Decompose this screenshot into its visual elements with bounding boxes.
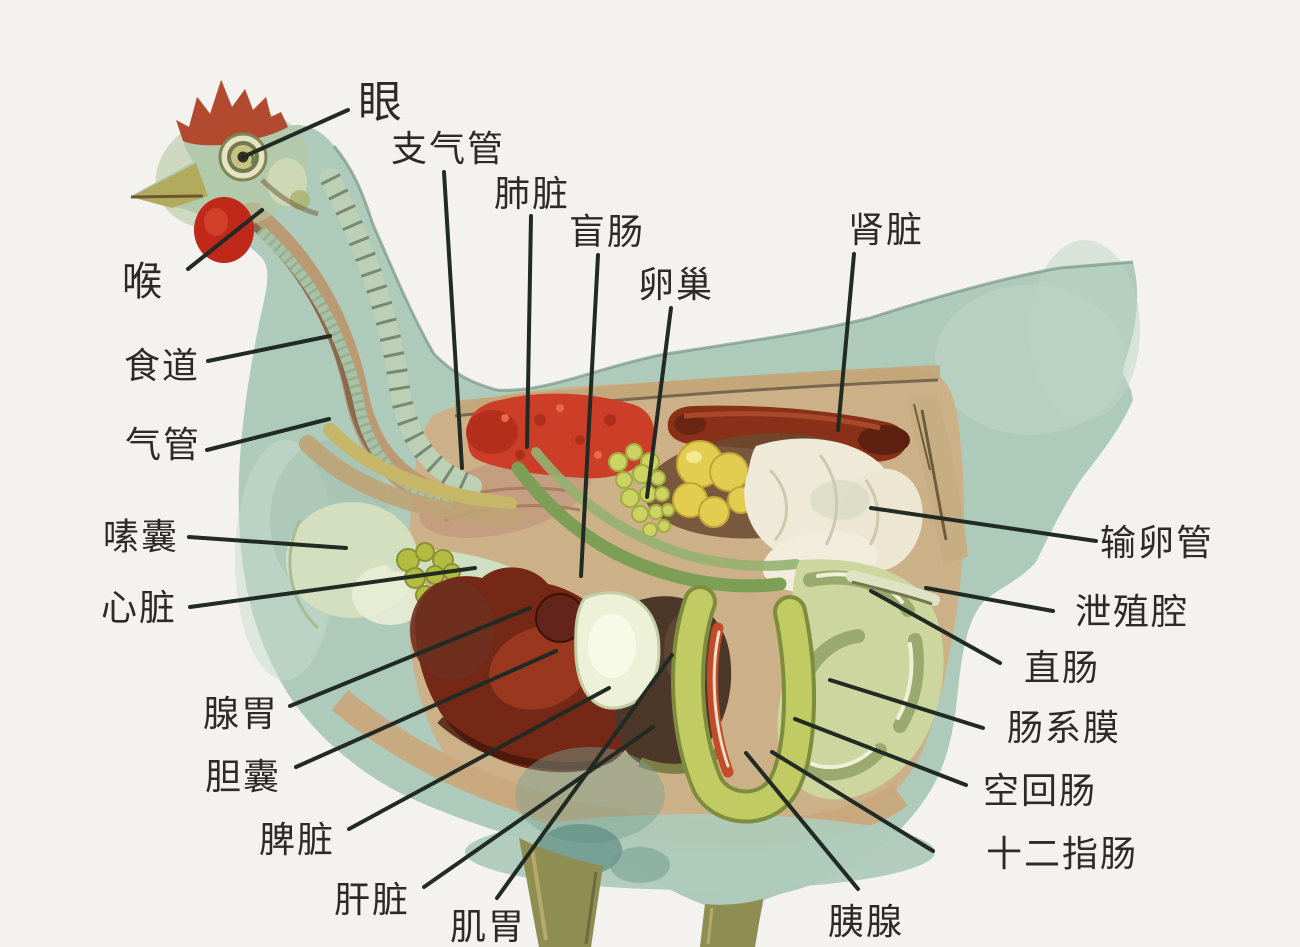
line-duodenum [770, 750, 935, 853]
line-larynx [186, 208, 264, 271]
rear-shank [700, 899, 763, 947]
ovary-yolks [672, 440, 755, 528]
label-eye: 眼 [358, 78, 404, 127]
label-proventriculus: 腺胃 [203, 694, 279, 734]
belly-dark-patch-2 [610, 847, 670, 883]
line-liver [422, 725, 655, 889]
label-larynx: 喉 [122, 259, 164, 304]
neck-base-tan-band [299, 435, 525, 527]
line-esophagus [206, 334, 332, 363]
label-heart: 心脏 [101, 588, 177, 628]
line-gallbladder [294, 649, 558, 769]
line-bronchus [442, 170, 464, 470]
label-oviduct: 输卵管 [1100, 523, 1214, 563]
line-crop [187, 535, 348, 550]
wattle-highlight [204, 208, 228, 236]
cecum-tubes [511, 447, 801, 593]
rectum-cloaca-tube [846, 570, 940, 606]
front-shank-shadow [584, 871, 598, 945]
line-mesentery [828, 678, 985, 730]
line-lung [525, 214, 533, 449]
tail-highlight [1030, 240, 1140, 420]
ovary-follicle-cluster [608, 443, 675, 538]
label-pancreas: 胰腺 [828, 902, 904, 942]
line-oviduct [869, 506, 1098, 543]
jaw-streak [260, 178, 319, 217]
labels: 眼 支气管 肺脏 盲肠 卵巢 肾脏 喉 食道 气管 嗉囊 心脏 腺胃 胆囊 脾脏… [101, 78, 1214, 947]
label-ovary: 卵巢 [638, 265, 714, 305]
front-shank [519, 838, 603, 947]
beak-mouth-line [130, 194, 204, 199]
front-shank-highlight [530, 847, 548, 941]
back-outline [332, 145, 1134, 392]
label-spleen: 脾脏 [259, 820, 335, 860]
label-cloaca: 泄殖腔 [1075, 592, 1189, 632]
line-ovary [645, 306, 673, 499]
label-trachea: 气管 [125, 425, 201, 465]
comb [176, 80, 288, 146]
label-cecum: 盲肠 [569, 212, 645, 252]
chicken-illustration [130, 80, 1140, 947]
line-spleen [347, 686, 611, 831]
label-lung: 肺脏 [494, 174, 570, 214]
line-proventriculus [288, 606, 532, 708]
label-esophagus: 食道 [124, 346, 200, 386]
duodenum-loop [671, 585, 817, 824]
neck-structures [240, 168, 525, 527]
label-gizzard: 肌胃 [450, 907, 526, 947]
pancreas-organ [707, 622, 734, 778]
line-trachea [205, 417, 331, 452]
label-gallbladder: 胆囊 [205, 757, 281, 797]
label-liver: 肝脏 [334, 880, 410, 920]
label-crop: 嗉囊 [103, 517, 179, 557]
line-kidney [836, 252, 856, 432]
line-rectum [869, 589, 1002, 665]
line-pancreas [744, 751, 860, 891]
line-jejunum-ileum [793, 717, 968, 787]
leader-lines [186, 108, 1098, 900]
label-bronchus: 支气管 [391, 129, 505, 169]
rear-shank-highlight [706, 907, 714, 945]
label-jejunum-ileum: 空回肠 [983, 771, 1097, 811]
label-kidney: 肾脏 [848, 210, 924, 250]
label-duodenum: 十二指肠 [986, 834, 1138, 874]
head [130, 80, 319, 263]
neck-base-yellow-band [323, 423, 517, 511]
line-eye [241, 108, 350, 159]
line-heart [188, 566, 477, 609]
jejunum-ileum-coils [777, 559, 944, 800]
label-mesentery: 肠系膜 [1007, 708, 1121, 748]
vertebrae-chain [320, 168, 482, 496]
line-cecum [579, 253, 600, 578]
lung-organ [466, 393, 655, 479]
label-rectum: 直肠 [1024, 648, 1100, 688]
line-cloaca [924, 586, 1055, 613]
line-gizzard [495, 653, 674, 900]
